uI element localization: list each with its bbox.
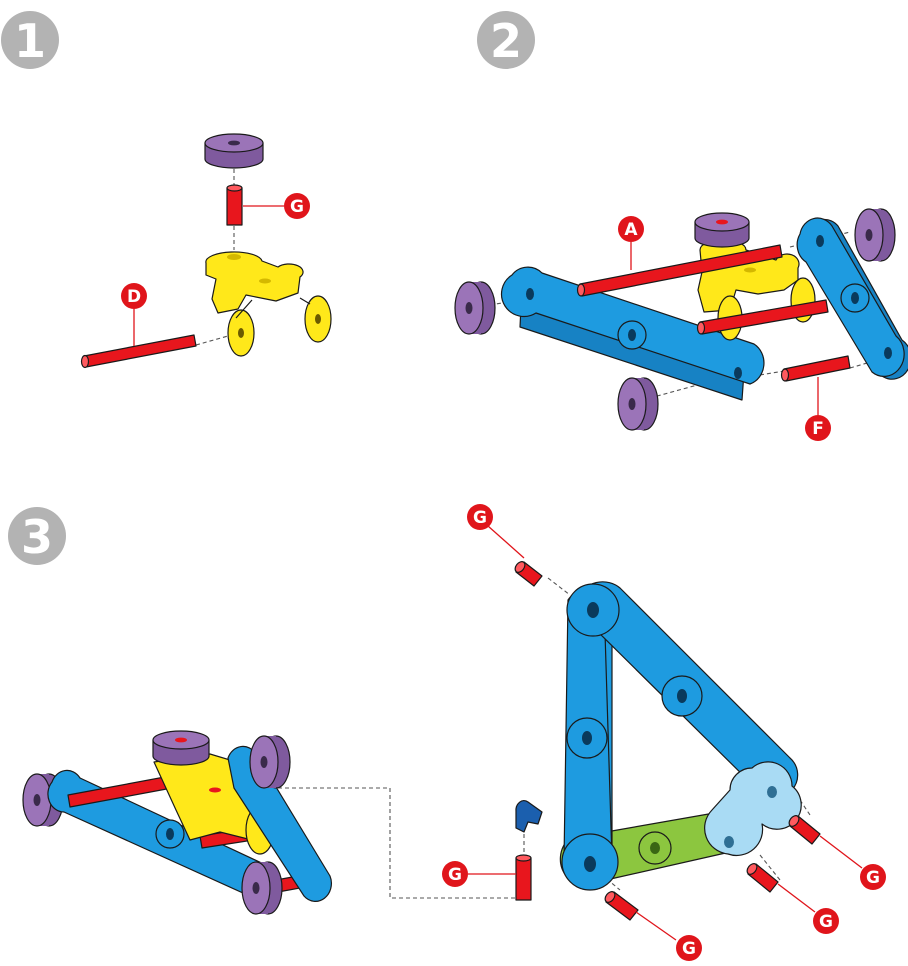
dark-blue-clip [515,800,543,833]
purple-spacer-disc [204,133,264,169]
purple-wheel [454,281,496,335]
callout-label: G [290,197,304,217]
red-rod [576,244,783,297]
callout-f-step2: F [805,377,831,441]
step-2-badge: 2 [477,11,535,69]
red-rod [696,299,829,335]
callout-g-step3-bottom: G [635,911,702,961]
step-3-illustration: G G G G G [22,504,886,961]
callout-g-step1: G [243,193,310,219]
purple-wheel [854,208,896,262]
callout-g-step3-right: G [819,835,886,890]
callout-label: A [624,220,638,240]
callout-label: G [819,912,833,932]
callout-label: G [448,865,462,885]
purple-wheel [617,377,659,431]
callout-g-step3-lower-right: G [777,883,839,934]
callout-g-step3-left: G [442,861,516,887]
callout-d-step1: D [121,283,147,346]
callout-a-step2: A [618,216,644,270]
purple-wheel [249,735,291,789]
callout-label: G [866,868,880,888]
red-peg [226,184,243,226]
yellow-hub-connector [205,251,332,357]
step-1-number: 1 [14,14,46,68]
blue-beam [796,217,908,380]
red-peg [746,863,779,893]
callout-label: G [682,939,696,959]
step-2-illustration: A F [454,208,908,441]
blue-beam [500,266,765,401]
callout-g-step3-top: G [467,504,525,559]
purple-wheel [241,861,283,915]
triangle-frame [559,581,802,891]
red-rod [80,334,197,369]
step-1-illustration: G D [80,133,332,369]
red-peg [514,561,543,587]
callout-label: G [473,508,487,528]
step-3-badge: 3 [8,507,66,565]
callout-label: F [812,419,824,439]
red-peg [788,815,821,845]
step-3-number: 3 [21,510,53,564]
red-rod [780,355,851,382]
red-peg [515,854,532,901]
completed-base [22,730,332,915]
red-peg [604,891,639,921]
step-1-badge: 1 [1,11,59,69]
callout-label: D [127,287,141,307]
step-2-number: 2 [490,14,522,68]
